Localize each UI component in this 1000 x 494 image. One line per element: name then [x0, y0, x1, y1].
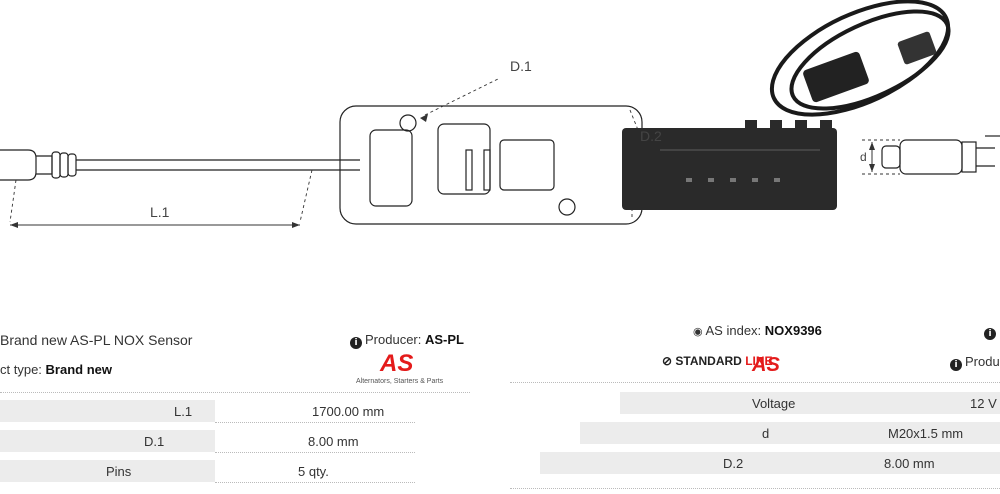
standard-line-badge: ⊘ STANDARD LINE — [662, 354, 773, 368]
as-index-value: NOX9396 — [764, 323, 822, 338]
as-pl-logo-right: AS — [752, 354, 780, 376]
info-icon-right: i — [984, 323, 999, 340]
product-type-value: Brand new — [45, 362, 113, 377]
eye-icon: ◉ — [693, 326, 703, 338]
dimension-label-d1: D.1 — [510, 58, 532, 74]
as-pl-logo-left: AS — [380, 350, 414, 377]
cable-end-left — [0, 149, 37, 181]
technical-drawing — [0, 0, 1000, 228]
dimension-label-l1: L.1 — [150, 204, 170, 220]
spec-name: D.2 — [723, 456, 744, 471]
spec-name: L.1 — [174, 404, 193, 419]
product-title: Brand new AS-PL NOX Sensor — [0, 332, 193, 348]
nut-outline — [899, 139, 963, 175]
spec-name: d — [762, 426, 770, 441]
spec-value: 12 V — [970, 396, 997, 411]
logo-tagline: Alternators, Starters & Parts — [356, 378, 444, 385]
dimension-label-small-d: d — [860, 150, 867, 164]
spec-row-pins — [0, 460, 215, 482]
product-type-line: ct type: Brand new — [0, 362, 112, 377]
spec-row-voltage — [620, 392, 1000, 414]
spec-name: D.1 — [144, 434, 165, 449]
producer-value: AS-PL — [425, 332, 464, 347]
check-icon: ⊘ — [662, 354, 673, 368]
spec-row-d1 — [0, 430, 215, 452]
producer-label: Producer: — [365, 332, 422, 347]
spec-row-thread — [580, 422, 1000, 444]
spec-value: M20x1.5 mm — [888, 426, 964, 441]
spec-name: Voltage — [752, 396, 796, 411]
spec-value: 8.00 mm — [884, 456, 935, 471]
as-index-line: ◉ AS index: NOX9396 — [693, 323, 822, 338]
spec-value: 1700.00 mm — [312, 404, 385, 419]
spec-row-l1 — [0, 400, 215, 422]
spec-value: 8.00 mm — [308, 434, 359, 449]
spec-value: 5 qty. — [298, 464, 329, 479]
as-index-label: AS index: — [705, 323, 762, 338]
connector-product-image — [622, 0, 951, 210]
spec-row-d2 — [540, 452, 1000, 474]
spec-name: Pins — [106, 464, 132, 479]
dimension-label-d2: D.2 — [640, 128, 662, 144]
info-icon: i — [950, 359, 962, 371]
product-type-label: ct type: — [0, 362, 42, 377]
info-icon: i — [350, 337, 362, 349]
